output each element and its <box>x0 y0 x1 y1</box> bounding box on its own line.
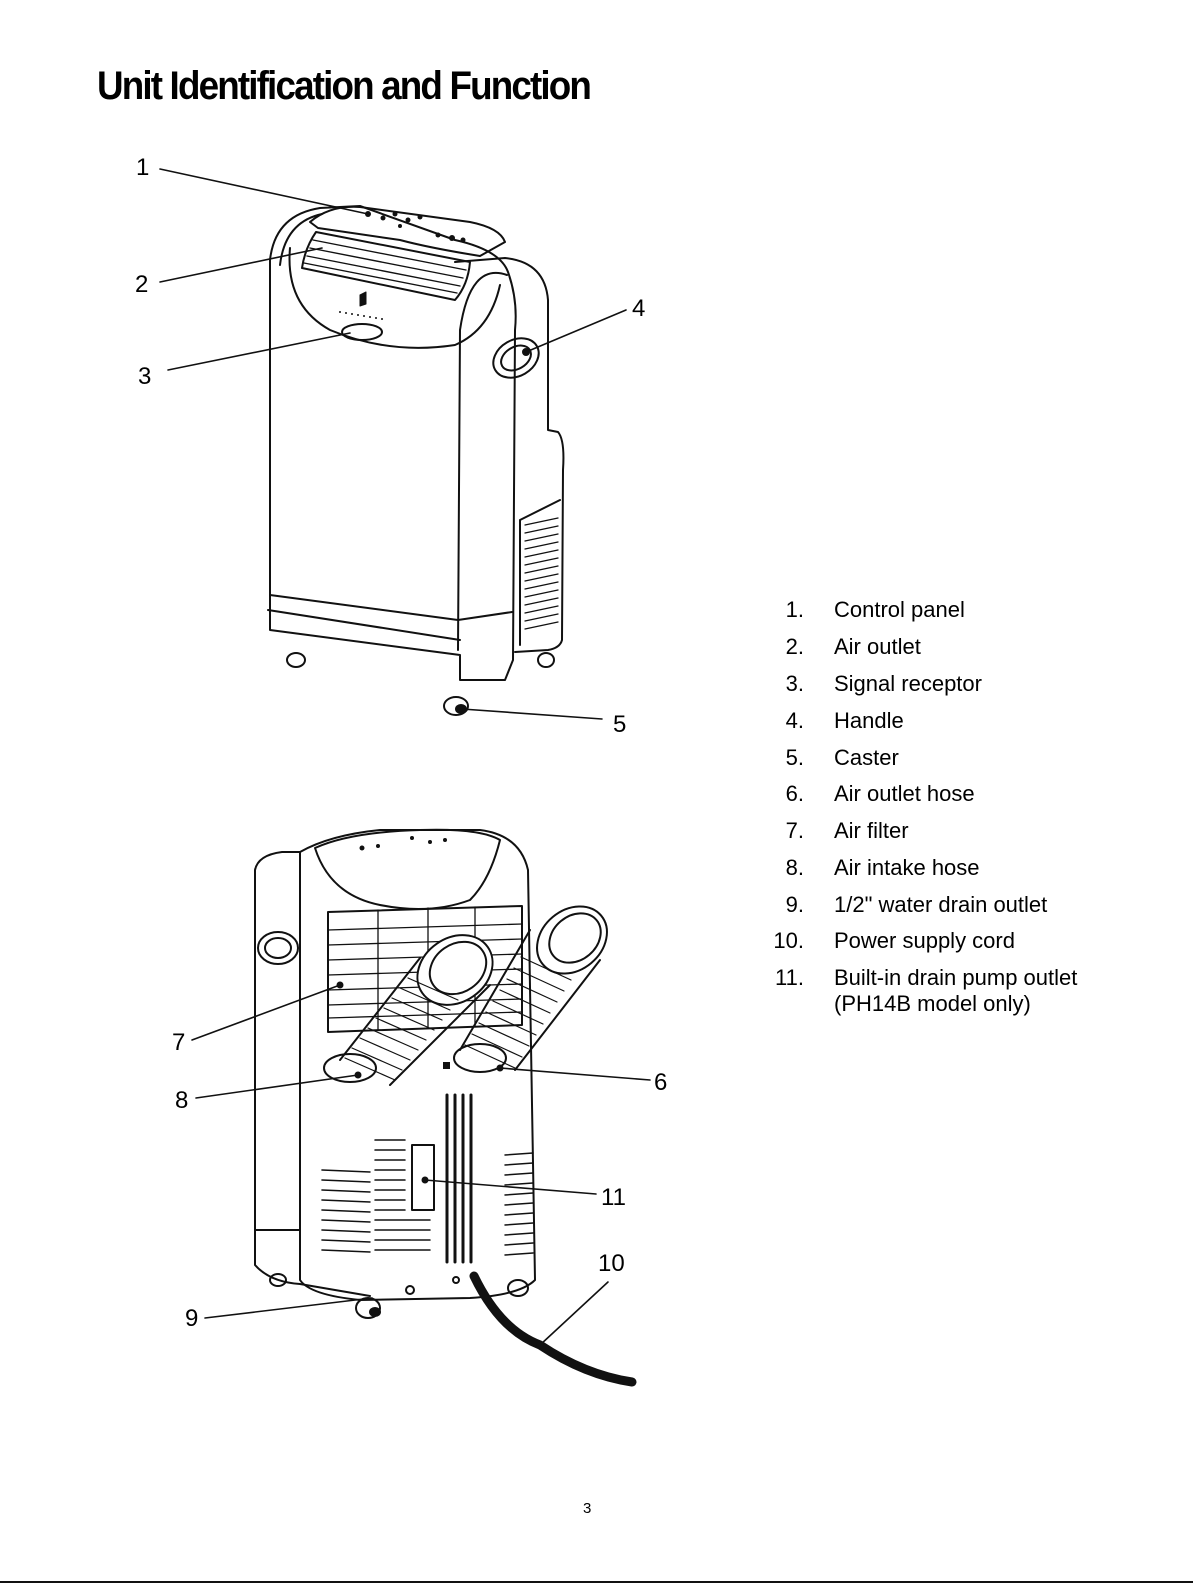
callout-1: 1 <box>136 156 149 180</box>
bottom-border <box>0 1581 1193 1583</box>
callout-7: 7 <box>172 1031 185 1055</box>
callout-4: 4 <box>632 297 645 321</box>
callout-3: 3 <box>138 365 151 389</box>
callout-5: 5 <box>613 713 626 737</box>
callout-8: 8 <box>175 1089 188 1113</box>
callout-10: 10 <box>598 1252 625 1276</box>
callout-2: 2 <box>135 273 148 297</box>
callout-9: 9 <box>185 1307 198 1331</box>
back-view-illustration <box>192 830 650 1382</box>
callout-11: 11 <box>601 1186 626 1210</box>
front-view-illustration <box>160 169 626 719</box>
callout-6: 6 <box>654 1071 667 1095</box>
page-number: 3 <box>583 1500 591 1517</box>
